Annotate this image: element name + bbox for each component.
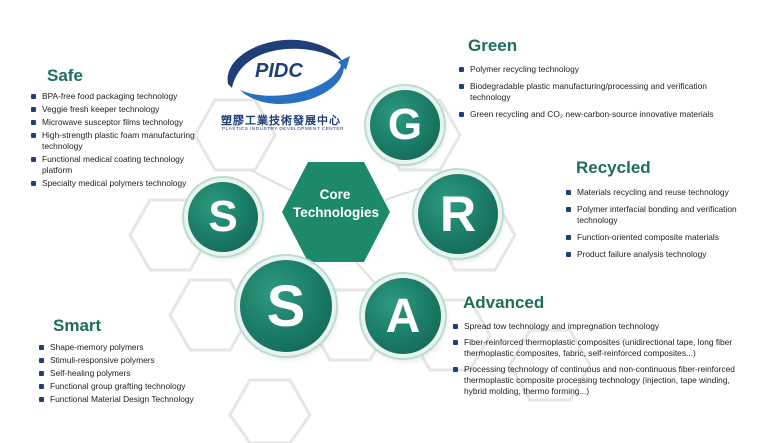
list-item: Stimuli-responsive polymers bbox=[38, 355, 228, 366]
list-item: Functional medical coating technology pl… bbox=[30, 154, 205, 176]
list-item: Polymer recycling technology bbox=[458, 64, 738, 75]
smart-list: Shape-memory polymers Stimuli-responsive… bbox=[38, 342, 228, 407]
list-item: Function-oriented composite materials bbox=[565, 232, 755, 243]
letter-r: R bbox=[439, 186, 477, 242]
advanced-list: Spread tow technology and impregnation t… bbox=[452, 321, 750, 399]
circle-a: A bbox=[365, 278, 441, 354]
letter-a: A bbox=[385, 289, 421, 343]
list-item: Specialty medical polymers technology bbox=[30, 178, 205, 189]
core-technologies-label: Core Technologies bbox=[293, 186, 380, 222]
smart-title: Smart bbox=[53, 316, 102, 335]
letter-g: G bbox=[387, 100, 423, 149]
list-item: Green recycling and CO₂ new-carbon-sourc… bbox=[458, 109, 738, 120]
list-item: Shape-memory polymers bbox=[38, 342, 228, 353]
list-item: Self-healing polymers bbox=[38, 368, 228, 379]
circle-g: G bbox=[370, 90, 440, 160]
circle-s-bottom: S bbox=[240, 260, 332, 352]
recycled-title: Recycled bbox=[576, 158, 651, 177]
logo-chinese-name: 塑膠工業技術發展中心 bbox=[221, 115, 341, 127]
list-item: BPA-free food packaging technology bbox=[30, 91, 205, 102]
list-item: Fiber-reinforced thermoplastic composite… bbox=[452, 337, 750, 359]
logo-name: PIDC bbox=[255, 60, 303, 82]
list-item: Veggie fresh keeper technology bbox=[30, 104, 205, 115]
safe-list: BPA-free food packaging technology Veggi… bbox=[30, 91, 205, 191]
list-item: Functional group grafting technology bbox=[38, 381, 228, 392]
recycled-list: Materials recycling and reuse technology… bbox=[565, 187, 755, 262]
pidc-logo-swoosh-icon bbox=[227, 39, 350, 104]
list-item: Processing technology of continuous and … bbox=[452, 364, 750, 397]
logo-english-name: PLASTICS INDUSTRY DEVELOPMENT CENTER bbox=[222, 127, 344, 132]
list-item: Functional Material Design Technology bbox=[38, 394, 228, 405]
list-item: Polymer interfacial bonding and verifica… bbox=[565, 204, 755, 226]
list-item: High-strength plastic foam manufacturing… bbox=[30, 130, 205, 152]
list-item: Microwave susceptor films technology bbox=[30, 117, 205, 128]
letter-s-left: S bbox=[208, 192, 238, 241]
circle-s-left: S bbox=[188, 182, 258, 252]
core-label-line2: Technologies bbox=[293, 205, 380, 220]
safe-title: Safe bbox=[47, 66, 83, 85]
green-title: Green bbox=[468, 36, 518, 55]
advanced-title: Advanced bbox=[463, 293, 545, 312]
circle-r: R bbox=[418, 174, 498, 254]
green-list: Polymer recycling technology Biodegradab… bbox=[458, 64, 738, 122]
list-item: Biodegradable plastic manufacturing/proc… bbox=[458, 81, 738, 103]
list-item: Materials recycling and reuse technology bbox=[565, 187, 755, 198]
letter-s-bottom: S bbox=[266, 273, 306, 339]
list-item: Spread tow technology and impregnation t… bbox=[452, 321, 750, 332]
list-item: Product failure analysis technology bbox=[565, 249, 755, 260]
core-label-line1: Core bbox=[319, 187, 351, 202]
core-hexagon bbox=[282, 162, 390, 262]
